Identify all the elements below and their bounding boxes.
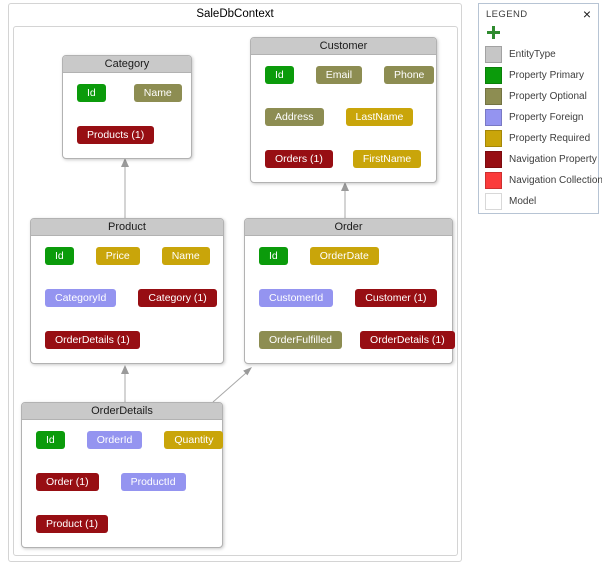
property-row: OrderDetails (1) — [45, 331, 209, 349]
orderdetails-order-badge[interactable]: Order (1) — [36, 473, 99, 491]
property-optional-swatch-icon — [485, 88, 502, 105]
legend-item: Property Foreign — [485, 109, 592, 126]
legend-item: Property Required — [485, 130, 592, 147]
legend-item: Model — [485, 193, 592, 210]
product-orderdetails-badge[interactable]: OrderDetails (1) — [45, 331, 140, 349]
entity-orderdetails[interactable]: OrderDetails Id OrderId Quantity Order (… — [21, 402, 224, 548]
product-price-badge[interactable]: Price — [95, 247, 140, 265]
legend-item: Navigation Property — [485, 151, 597, 168]
model-swatch-icon — [485, 193, 502, 210]
category-name-badge[interactable]: Name — [133, 84, 182, 102]
property-row: Id Email Phone — [265, 66, 435, 84]
model-title: SaleDbContext — [196, 8, 274, 20]
entity-order-body: Id OrderDate CustomerId Customer (1) Ord… — [245, 236, 455, 363]
property-row: Id OrderId Quantity — [36, 431, 224, 449]
entity-customer-body: Id Email Phone Address LastName Orders (… — [251, 55, 436, 182]
customer-lastname-badge[interactable]: LastName — [345, 108, 414, 126]
entity-customer-header[interactable]: Customer — [251, 38, 436, 55]
orderdetails-orderid-badge[interactable]: OrderId — [86, 431, 143, 449]
order-orderdate-badge[interactable]: OrderDate — [309, 247, 379, 265]
property-row: Order (1) ProductId — [36, 473, 208, 491]
navigation-collection-swatch-icon — [485, 172, 502, 189]
customer-phone-badge[interactable]: Phone — [384, 66, 435, 84]
order-orderdetails-badge[interactable]: OrderDetails (1) — [360, 331, 455, 349]
orderdetails-product-badge[interactable]: Product (1) — [36, 515, 108, 533]
order-orderfulfilled-badge[interactable]: OrderFulfilled — [259, 331, 343, 349]
property-row: CustomerId Customer (1) — [259, 289, 438, 307]
customer-id-badge[interactable]: Id — [265, 66, 294, 84]
property-row: Products (1) — [77, 126, 177, 144]
customer-email-badge[interactable]: Email — [315, 66, 363, 84]
orderdetails-quantity-badge[interactable]: Quantity — [164, 431, 224, 449]
entity-order[interactable]: Order Id OrderDate CustomerId Customer (… — [244, 218, 455, 364]
product-name-badge[interactable]: Name — [161, 247, 210, 265]
legend-panel: LEGEND × EntityType Property Primary Pro… — [478, 3, 602, 214]
entity-order-header[interactable]: Order — [245, 219, 452, 236]
legend-item-label: Property Foreign — [509, 112, 584, 123]
legend-header: LEGEND × — [485, 6, 592, 22]
orderdetails-productid-badge[interactable]: ProductId — [120, 473, 186, 491]
property-row: Orders (1) FirstName — [265, 150, 422, 168]
order-id-badge[interactable]: Id — [259, 247, 288, 265]
customer-orders-badge[interactable]: Orders (1) — [265, 150, 333, 168]
legend-item: Navigation Collection — [485, 172, 602, 189]
entitytype-swatch-icon — [485, 46, 502, 63]
legend-item-label: Property Optional — [509, 91, 587, 102]
property-row: Address LastName — [265, 108, 422, 126]
property-primary-swatch-icon — [485, 67, 502, 84]
entity-customer[interactable]: Customer Id Email Phone Address LastName… — [250, 37, 437, 183]
property-foreign-swatch-icon — [485, 109, 502, 126]
entity-orderdetails-body: Id OrderId Quantity Order (1) ProductId … — [22, 420, 224, 547]
property-row: Product (1) — [36, 515, 208, 533]
legend-item-label: Property Primary — [509, 70, 585, 81]
category-products-badge[interactable]: Products (1) — [77, 126, 155, 144]
property-row: Id Price Name — [45, 247, 210, 265]
property-row: Id OrderDate — [259, 247, 438, 265]
customer-address-badge[interactable]: Address — [265, 108, 324, 126]
entity-product-body: Id Price Name CategoryId Category (1) Or… — [31, 236, 223, 363]
entity-category-header[interactable]: Category — [63, 56, 191, 73]
legend-item-label: EntityType — [509, 49, 556, 60]
property-row: Id Name — [77, 84, 182, 102]
product-id-badge[interactable]: Id — [45, 247, 74, 265]
orderdetails-id-badge[interactable]: Id — [36, 431, 65, 449]
close-icon[interactable]: × — [582, 6, 591, 22]
plus-icon[interactable] — [487, 26, 500, 39]
legend-toolbar — [487, 26, 592, 39]
property-row: CategoryId Category (1) — [45, 289, 217, 307]
legend-title: LEGEND — [486, 9, 528, 20]
entity-category[interactable]: Category Id Name Products (1) — [62, 55, 192, 159]
entity-product-header[interactable]: Product — [31, 219, 223, 236]
legend-item: EntityType — [485, 46, 592, 63]
entity-orderdetails-header[interactable]: OrderDetails — [22, 403, 222, 420]
entity-category-body: Id Name Products (1) — [63, 73, 191, 158]
property-required-swatch-icon — [485, 130, 502, 147]
order-customerid-badge[interactable]: CustomerId — [259, 289, 334, 307]
legend-item: Property Primary — [485, 67, 592, 84]
legend-item-label: Model — [509, 196, 537, 207]
product-category-badge[interactable]: Category (1) — [138, 289, 217, 307]
legend-items: EntityType Property Primary Property Opt… — [485, 46, 602, 210]
legend-item: Property Optional — [485, 88, 592, 105]
property-row: OrderFulfilled OrderDetails (1) — [259, 331, 455, 349]
legend-item-label: Property Required — [509, 133, 591, 144]
legend-item-label: Navigation Property — [509, 154, 597, 165]
category-id-badge[interactable]: Id — [77, 84, 106, 102]
product-categoryid-badge[interactable]: CategoryId — [45, 289, 117, 307]
legend-item-label: Navigation Collection — [509, 175, 602, 186]
navigation-property-swatch-icon — [485, 151, 502, 168]
entity-product[interactable]: Product Id Price Name CategoryId Categor… — [30, 218, 224, 364]
customer-firstname-badge[interactable]: FirstName — [352, 150, 422, 168]
order-customer-badge[interactable]: Customer (1) — [355, 289, 437, 307]
